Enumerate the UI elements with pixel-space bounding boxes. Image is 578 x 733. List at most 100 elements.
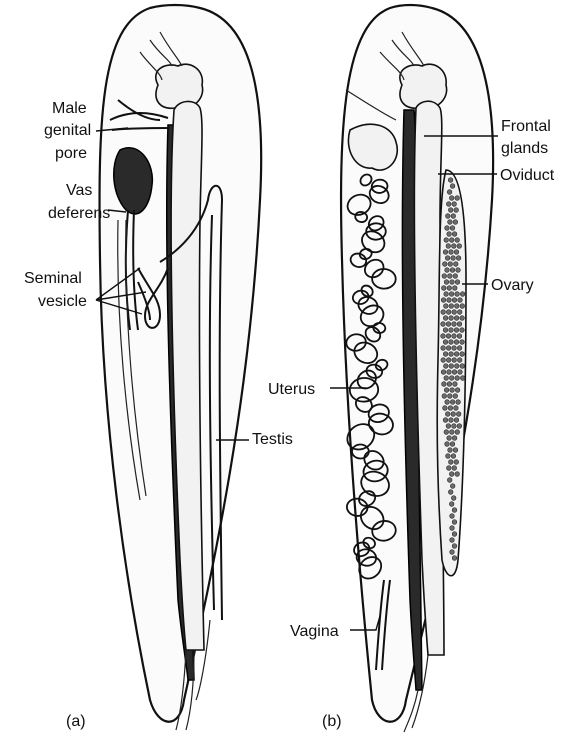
ovary-egg xyxy=(449,418,454,423)
ovary-egg xyxy=(447,286,452,291)
ovary-egg xyxy=(455,280,460,285)
ovary-egg xyxy=(441,370,446,375)
ovary-egg xyxy=(449,340,454,345)
ovary-egg xyxy=(449,364,454,369)
ovary-egg xyxy=(454,328,459,333)
ovary-egg xyxy=(451,256,456,261)
ovary-egg xyxy=(454,316,459,321)
panel-b-female: Frontal glands Oviduct Ovary Uterus Vagi… xyxy=(268,5,555,732)
ovary-egg xyxy=(443,352,448,357)
ovary-egg xyxy=(457,322,462,327)
label-seminal-vesicle: Seminal vesicle xyxy=(24,270,87,310)
ovary-egg xyxy=(452,556,457,561)
ovary-egg xyxy=(446,454,451,459)
ovary-egg xyxy=(449,502,454,507)
ovary-egg xyxy=(460,340,465,345)
ovary-egg xyxy=(444,238,449,243)
ovary-egg xyxy=(448,208,453,213)
ovary-egg xyxy=(460,292,465,297)
ovary-egg xyxy=(445,268,450,273)
ovary-egg xyxy=(445,256,450,261)
ovary-egg xyxy=(452,466,457,471)
ovary-egg xyxy=(452,334,457,339)
ovary-egg xyxy=(452,532,457,537)
ovary-egg xyxy=(460,376,465,381)
ovary-egg xyxy=(449,304,454,309)
ovary-egg xyxy=(451,454,456,459)
ovary-egg xyxy=(455,196,460,201)
ovary-egg xyxy=(449,328,454,333)
ovary-egg xyxy=(456,400,461,405)
ovary-egg xyxy=(443,262,448,267)
ovary-egg xyxy=(450,400,455,405)
ovary-egg xyxy=(448,448,453,453)
ovary-egg xyxy=(443,328,448,333)
ovary-egg xyxy=(454,418,459,423)
ovary-egg xyxy=(441,346,446,351)
ovary-egg xyxy=(450,538,455,543)
ovary-egg xyxy=(454,262,459,267)
label-male-genital-pore: Male genital pore xyxy=(44,100,96,162)
ovary-egg xyxy=(450,226,455,231)
ovary-egg xyxy=(442,382,447,387)
ovary-egg xyxy=(456,256,461,261)
ovary-egg xyxy=(452,508,457,513)
ovary-egg xyxy=(460,304,465,309)
ovary-egg xyxy=(447,382,452,387)
ovary-egg xyxy=(454,250,459,255)
ovary-egg xyxy=(442,286,447,291)
ovary-egg xyxy=(447,232,452,237)
ovary-egg xyxy=(446,424,451,429)
ovary-egg xyxy=(447,478,452,483)
ovary-egg xyxy=(460,316,465,321)
ovary-egg xyxy=(450,268,455,273)
label-vagina: Vagina xyxy=(290,623,339,640)
ovary-egg xyxy=(442,274,447,279)
ovary-egg xyxy=(446,244,451,249)
ovary-egg xyxy=(453,274,458,279)
ovary-egg xyxy=(444,364,449,369)
panel-a-male: Male genital pore Vas deferens Seminal v… xyxy=(24,5,293,730)
ovary-egg xyxy=(447,190,452,195)
ovary-egg xyxy=(454,352,459,357)
ovary-egg xyxy=(457,334,462,339)
ovary-egg xyxy=(448,394,453,399)
ovary-egg xyxy=(454,460,459,465)
label-ovary: Ovary xyxy=(491,277,534,294)
ovary-egg xyxy=(448,274,453,279)
ovary-egg xyxy=(445,442,450,447)
ovary-egg xyxy=(448,490,453,495)
ovary-egg xyxy=(450,388,455,393)
ovary-egg xyxy=(449,352,454,357)
ovary-egg xyxy=(450,442,455,447)
ovary-egg xyxy=(452,232,457,237)
ovary-egg xyxy=(449,292,454,297)
ovary-egg xyxy=(449,460,454,465)
ovary-egg xyxy=(443,316,448,321)
ovary-egg xyxy=(452,346,457,351)
ovary-egg xyxy=(452,520,457,525)
ovary-egg xyxy=(441,310,446,315)
ovary-egg xyxy=(441,322,446,327)
ovary-egg xyxy=(455,364,460,369)
ovary-egg xyxy=(441,358,446,363)
ovary-egg xyxy=(453,220,458,225)
ovary-egg xyxy=(453,394,458,399)
ovary-egg xyxy=(450,430,455,435)
ovary-egg xyxy=(448,406,453,411)
ovary-egg xyxy=(452,244,457,249)
caption-a: (a) xyxy=(66,713,86,730)
ovary-egg xyxy=(445,412,450,417)
ovary-egg xyxy=(460,352,465,357)
ovary-egg xyxy=(453,382,458,387)
ovary-egg xyxy=(452,436,457,441)
ovary-egg xyxy=(446,310,451,315)
ovary-egg xyxy=(450,514,455,519)
ovary-egg xyxy=(450,550,455,555)
ovary-egg xyxy=(450,280,455,285)
ovary-egg xyxy=(451,412,456,417)
ovary-egg xyxy=(450,484,455,489)
ovary-egg xyxy=(458,298,463,303)
ovary-egg xyxy=(456,268,461,273)
ovary-egg xyxy=(455,376,460,381)
